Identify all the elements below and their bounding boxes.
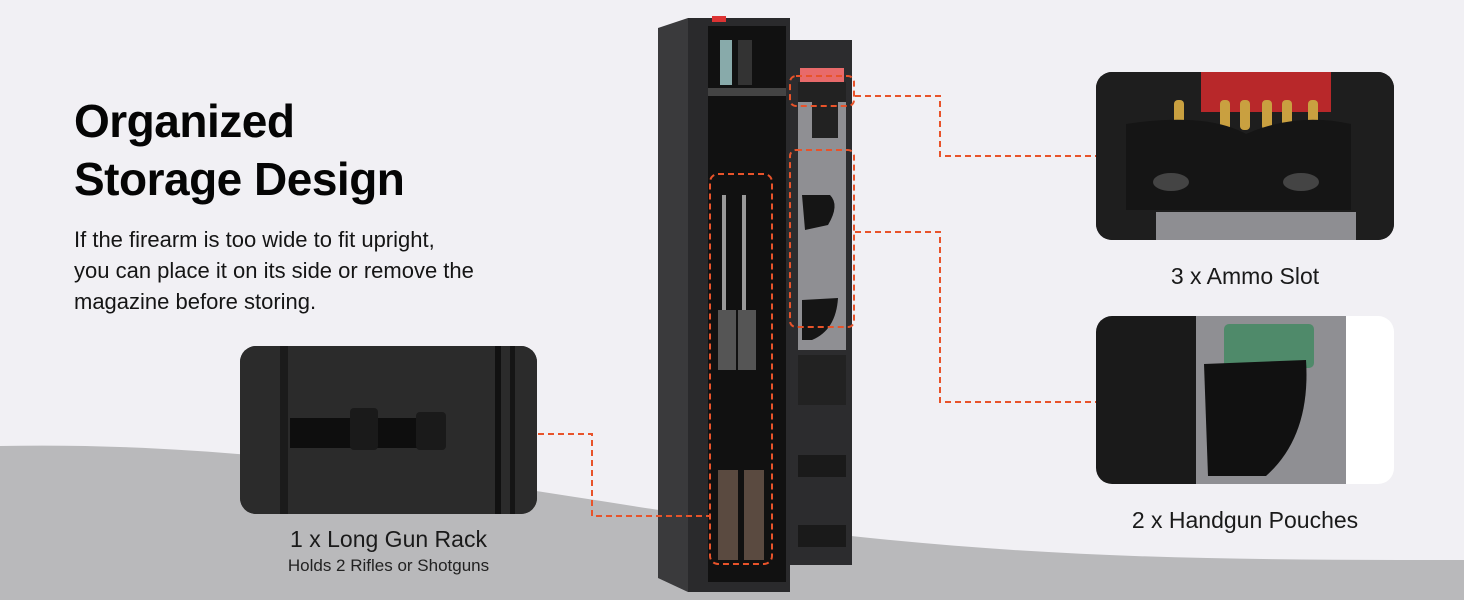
description-line: magazine before storing. — [74, 289, 317, 314]
page-title: Organized Storage Design — [74, 92, 405, 208]
title-line-2: Storage Design — [74, 153, 405, 205]
title-line-1: Organized — [74, 95, 295, 147]
long-gun-rack-caption: 1 x Long Gun Rack — [290, 526, 487, 552]
description: If the firearm is too wide to fit uprigh… — [74, 224, 554, 317]
long-gun-rack-photo — [240, 346, 537, 514]
description-line: you can place it on its side or remove t… — [74, 258, 474, 283]
handgun-pouches-caption: 2 x Handgun Pouches — [1131, 507, 1359, 533]
handgun-pouch-photo — [1096, 316, 1394, 484]
ammo-slot-caption: 3 x Ammo Slot — [1170, 263, 1320, 289]
gun-safe-image — [658, 16, 855, 592]
description-line: If the firearm is too wide to fit uprigh… — [74, 227, 435, 252]
long-gun-rack-subtitle: Holds 2 Rifles or Shotguns — [287, 556, 490, 575]
ammo-slot-photo — [1096, 72, 1394, 240]
